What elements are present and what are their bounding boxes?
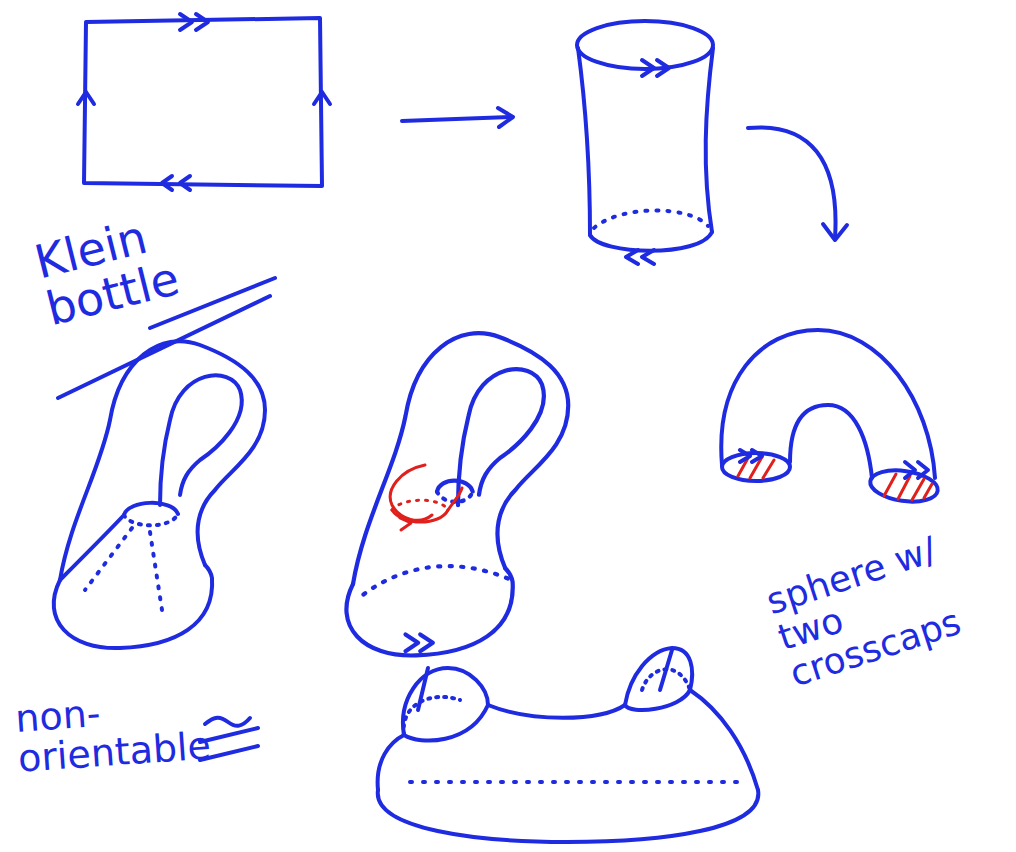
klein-bottle: [54, 341, 265, 648]
crosscap-sphere: [378, 648, 759, 842]
cylinder: [577, 21, 713, 264]
annotation-label: non-orientable: [14, 686, 219, 780]
bent-tube: [721, 330, 939, 506]
process-arrow: [402, 108, 513, 127]
cut-circle: [390, 465, 462, 530]
process-arrow: [748, 127, 847, 240]
fundamental-square: [78, 14, 330, 190]
klein-bottle: [346, 333, 568, 655]
annotation-label: Klein bottle: [30, 198, 223, 334]
annotation-label: sphere w/ two crosscaps: [762, 523, 987, 693]
